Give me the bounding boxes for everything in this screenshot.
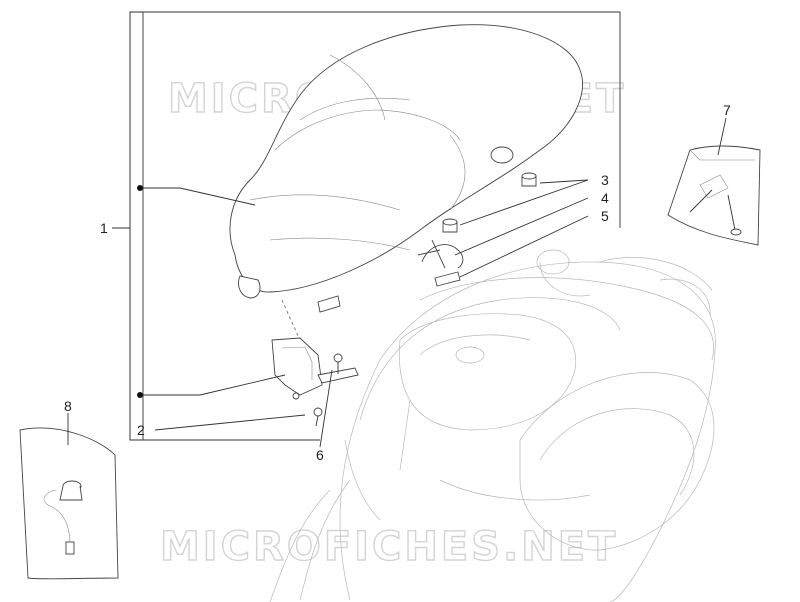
callout-4: 4 [601,190,609,206]
callout-2: 2 [137,422,145,438]
watermark-bottom: MICROFICHES.NET [160,524,618,570]
callout-8: 8 [64,398,72,414]
callout-3: 3 [601,172,609,188]
callout-5: 5 [601,208,609,224]
seat-drawing [229,24,584,299]
seat-hinge-drawing [271,337,359,400]
pad-drawing [434,271,461,287]
tool-kit-drawing [667,145,761,246]
assembly-bracket [129,11,621,441]
rubber-buffer-drawing [442,172,537,233]
callout-6: 6 [316,447,324,463]
lock-kit-drawing [19,427,119,580]
leader-lines [67,117,727,448]
assembly-guide-line [281,299,301,341]
scooter-body-drawing [269,249,716,602]
seat-pad-drawing [317,295,341,313]
bolt-drawing [313,407,323,427]
clip-drawing [417,239,464,269]
screw-drawing [333,353,343,374]
callout-1: 1 [100,220,108,236]
callout-7: 7 [723,102,731,118]
